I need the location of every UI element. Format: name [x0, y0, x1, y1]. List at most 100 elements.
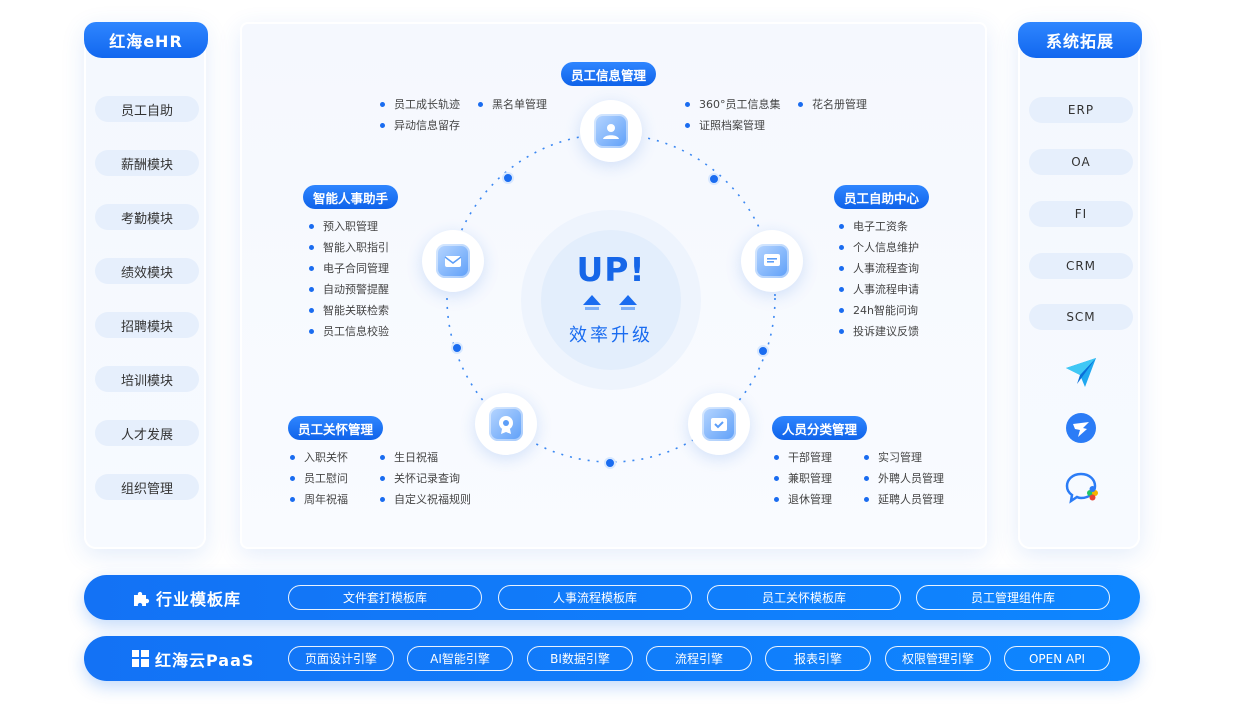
module-organization[interactable]: 组织管理	[95, 474, 199, 500]
assistant-list: 预入职管理 智能入职指引 电子合同管理 自动预警提醒 智能关联检索 员工信息校验	[309, 216, 389, 342]
engine-ai[interactable]: AI智能引擎	[407, 646, 513, 671]
grid-icon	[132, 650, 149, 667]
module-payroll[interactable]: 薪酬模块	[95, 150, 199, 176]
check-folder-icon	[702, 407, 736, 441]
engine-workflow[interactable]: 流程引擎	[646, 646, 752, 671]
list-item: 人事流程申请	[839, 279, 919, 300]
list-item: 周年祝福	[290, 489, 348, 510]
template-employee-component[interactable]: 员工管理组件库	[916, 585, 1110, 610]
list-item: 智能入职指引	[309, 237, 389, 258]
ext-scm[interactable]: SCM	[1029, 304, 1133, 330]
tag-employee-care: 员工关怀管理	[288, 416, 384, 440]
left-panel: 红海eHR 员工自助 薪酬模块 考勤模块 绩效模块 招聘模块 培训模块 人才发展…	[84, 22, 208, 549]
engine-open-api[interactable]: OPEN API	[1004, 646, 1110, 671]
message-icon	[755, 244, 789, 278]
module-talent-development[interactable]: 人才发展	[95, 420, 199, 446]
template-hr-process[interactable]: 人事流程模板库	[498, 585, 692, 610]
list-item: 自动预警提醒	[309, 279, 389, 300]
industry-template-bar: 行业模板库 文件套打模板库 人事流程模板库 员工关怀模板库 员工管理组件库	[84, 575, 1140, 620]
left-panel-title: 红海eHR	[84, 22, 208, 58]
care-node[interactable]	[475, 393, 537, 455]
ext-crm[interactable]: CRM	[1029, 253, 1133, 279]
ring-dot	[757, 345, 769, 357]
care-list-col2: 生日祝福 关怀记录查询 自定义祝福规则	[380, 447, 471, 510]
self-service-node[interactable]	[741, 230, 803, 292]
ring-dot	[502, 172, 514, 184]
list-item: 退休管理	[774, 489, 832, 510]
category-list-col1: 干部管理 兼职管理 退休管理	[774, 447, 832, 510]
hub-title: UP!	[576, 250, 646, 289]
list-item: 外聘人员管理	[864, 468, 944, 489]
hub: UP! 效率升级	[551, 250, 671, 347]
engine-bi[interactable]: BI数据引擎	[527, 646, 633, 671]
list-item: 延聘人员管理	[864, 489, 944, 510]
tag-self-service-center: 员工自助中心	[834, 185, 930, 209]
list-item: 人事流程查询	[839, 258, 919, 279]
puzzle-icon	[132, 589, 150, 607]
module-training[interactable]: 培训模块	[95, 366, 199, 392]
right-panel-title: 系统拓展	[1018, 22, 1142, 58]
list-item: 实习管理	[864, 447, 944, 468]
paas-bar: 红海云PaaS 页面设计引擎 AI智能引擎 BI数据引擎 流程引擎 报表引擎 权…	[84, 636, 1140, 681]
list-item: 兼职管理	[774, 468, 832, 489]
employee-info-node[interactable]	[580, 100, 642, 162]
list-item: 个人信息维护	[839, 237, 919, 258]
list-item: 入职关怀	[290, 447, 348, 468]
list-item: 花名册管理	[798, 94, 867, 115]
feishu-bird-icon[interactable]	[1065, 412, 1097, 444]
engine-report[interactable]: 报表引擎	[765, 646, 871, 671]
module-attendance[interactable]: 考勤模块	[95, 204, 199, 230]
list-item: 干部管理	[774, 447, 832, 468]
chat-bubble-icon[interactable]	[1064, 471, 1100, 505]
ring-dot	[708, 173, 720, 185]
list-item: 投诉建议反馈	[839, 321, 919, 342]
info-list-right: 360°员工信息集 证照档案管理	[685, 94, 781, 136]
category-node[interactable]	[688, 393, 750, 455]
list-item: 电子工资条	[839, 216, 919, 237]
care-list-col1: 入职关怀 员工慰问 周年祝福	[290, 447, 348, 510]
tag-staff-category: 人员分类管理	[772, 416, 868, 440]
list-item: 智能关联检索	[309, 300, 389, 321]
category-list-col2: 实习管理 外聘人员管理 延聘人员管理	[864, 447, 944, 510]
module-performance[interactable]: 绩效模块	[95, 258, 199, 284]
template-employee-care[interactable]: 员工关怀模板库	[707, 585, 901, 610]
list-item: 员工慰问	[290, 468, 348, 489]
up-arrows-icon	[551, 293, 671, 317]
tag-employee-info: 员工信息管理	[561, 62, 657, 86]
module-recruitment[interactable]: 招聘模块	[95, 312, 199, 338]
info-list-right2: 花名册管理	[798, 94, 867, 115]
list-item: 24h智能问询	[839, 300, 919, 321]
template-file-print[interactable]: 文件套打模板库	[288, 585, 482, 610]
list-item: 自定义祝福规则	[380, 489, 471, 510]
right-panel: 系统拓展 ERP OA FI CRM SCM	[1018, 22, 1142, 549]
list-item: 360°员工信息集	[685, 94, 781, 115]
info-list-left2: 黑名单管理	[478, 94, 547, 115]
list-item: 黑名单管理	[478, 94, 547, 115]
engine-permission[interactable]: 权限管理引擎	[885, 646, 991, 671]
paas-bar-title: 红海云PaaS	[132, 636, 254, 681]
list-item: 关怀记录查询	[380, 468, 471, 489]
ext-oa[interactable]: OA	[1029, 149, 1133, 175]
badge-icon	[489, 407, 523, 441]
list-item: 预入职管理	[309, 216, 389, 237]
ring-dot	[451, 342, 463, 354]
engine-page-design[interactable]: 页面设计引擎	[288, 646, 394, 671]
list-item: 异动信息留存	[380, 115, 460, 136]
list-item: 员工成长轨迹	[380, 94, 460, 115]
list-item: 电子合同管理	[309, 258, 389, 279]
ext-erp[interactable]: ERP	[1029, 97, 1133, 123]
mail-icon	[436, 244, 470, 278]
list-item: 生日祝福	[380, 447, 471, 468]
paper-plane-icon[interactable]	[1063, 354, 1099, 390]
industry-bar-title: 行业模板库	[132, 575, 241, 620]
list-item: 员工信息校验	[309, 321, 389, 342]
info-list-left: 员工成长轨迹 异动信息留存	[380, 94, 460, 136]
self-service-list: 电子工资条 个人信息维护 人事流程查询 人事流程申请 24h智能问询 投诉建议反…	[839, 216, 919, 342]
assistant-node[interactable]	[422, 230, 484, 292]
ext-fi[interactable]: FI	[1029, 201, 1133, 227]
list-item: 证照档案管理	[685, 115, 781, 136]
hub-subtitle: 效率升级	[569, 325, 653, 346]
tag-smart-assistant: 智能人事助手	[303, 185, 399, 209]
module-employee-self-service[interactable]: 员工自助	[95, 96, 199, 122]
